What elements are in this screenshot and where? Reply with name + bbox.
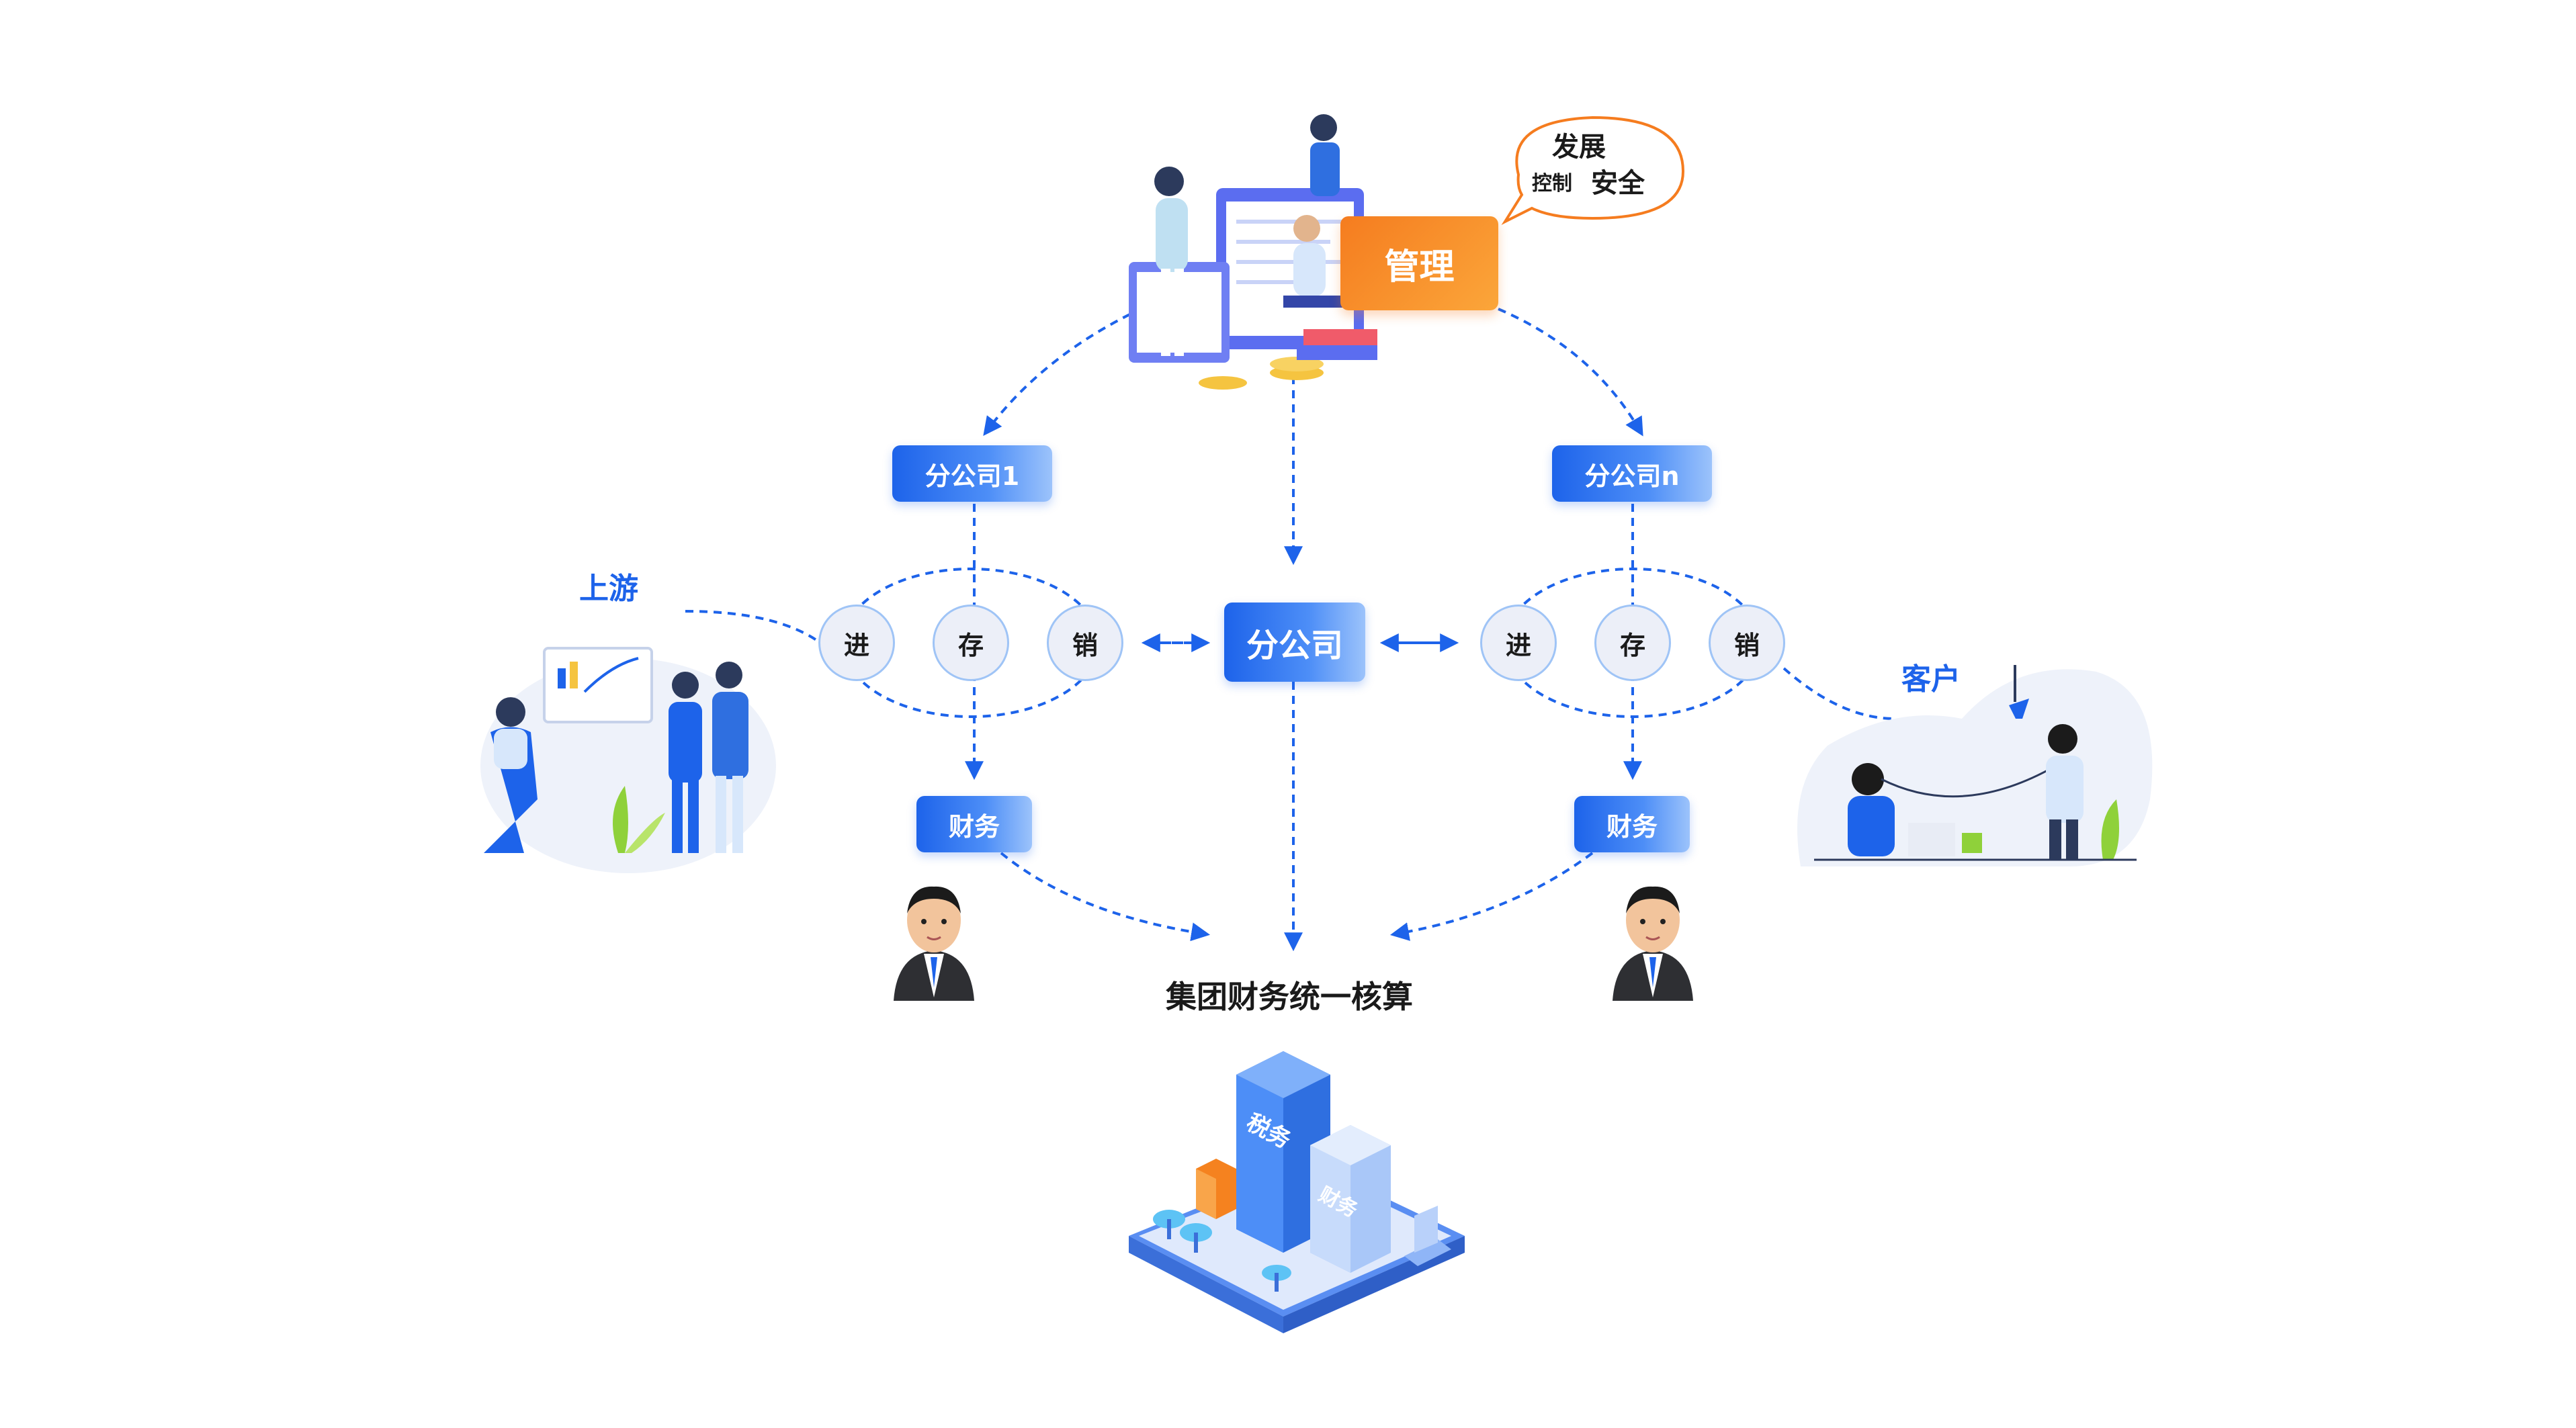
management-label: 管理 xyxy=(1384,247,1455,287)
group-accounting-title: 集团财务统一核算 xyxy=(1166,979,1413,1015)
bubble-line2a: 控制 xyxy=(1532,172,1572,195)
flow-right-in-label: 进 xyxy=(1505,630,1531,660)
line-customer xyxy=(1783,667,1895,720)
speech-bubble xyxy=(1501,116,1685,225)
finance-box-right: 财务 xyxy=(1574,796,1690,852)
branch-label-center: 分公司 xyxy=(1246,627,1343,664)
accountant-avatar-left xyxy=(894,886,974,1001)
flow-left-sell-label: 销 xyxy=(1072,630,1098,660)
flow-right-sell: 销 xyxy=(1709,605,1785,681)
flow-left-in: 进 xyxy=(818,605,895,681)
finance-label-right: 财务 xyxy=(1606,811,1658,842)
arrow-mgmt-to-branchn xyxy=(1498,308,1643,437)
flow-right-in: 进 xyxy=(1480,605,1557,681)
bubble-line2b: 安全 xyxy=(1591,168,1645,199)
bubble-line1: 发展 xyxy=(1552,132,1606,163)
branch-label-1: 分公司1 xyxy=(925,461,1020,491)
branch-box-center: 分公司 xyxy=(1224,603,1365,682)
upstream-illustration xyxy=(480,647,776,873)
finance-city-illustration: 税务 财务 xyxy=(1129,1051,1465,1333)
flow-left-stock-label: 存 xyxy=(957,630,984,660)
flow-left-stock: 存 xyxy=(933,605,1009,681)
branch-box-1: 分公司1 xyxy=(892,445,1052,502)
flow-right-stock-label: 存 xyxy=(1619,630,1645,660)
flow-right-stock: 存 xyxy=(1594,605,1671,681)
accountant-avatar-right xyxy=(1613,886,1693,1001)
flow-right-sell-label: 销 xyxy=(1733,630,1760,660)
upstream-label: 上游 xyxy=(579,572,638,606)
arrow-mgmt-to-branch1 xyxy=(983,301,1156,436)
finance-box-left: 财务 xyxy=(916,796,1032,852)
flow-left-in-label: 进 xyxy=(843,630,869,660)
finance-label-left: 财务 xyxy=(948,811,1000,842)
flow-left-sell: 销 xyxy=(1047,605,1123,681)
line-upstream xyxy=(685,610,824,646)
customer-illustration xyxy=(1797,665,2153,866)
management-illustration xyxy=(1129,114,1377,390)
branch-box-n: 分公司n xyxy=(1552,445,1712,502)
arrow-finance-right-to-group xyxy=(1389,852,1594,941)
branch-label-n: 分公司n xyxy=(1584,461,1680,491)
management-box: 管理 xyxy=(1340,216,1498,310)
customer-label: 客户 xyxy=(1901,662,1961,697)
arrow-finance-left-to-group xyxy=(1000,852,1211,942)
